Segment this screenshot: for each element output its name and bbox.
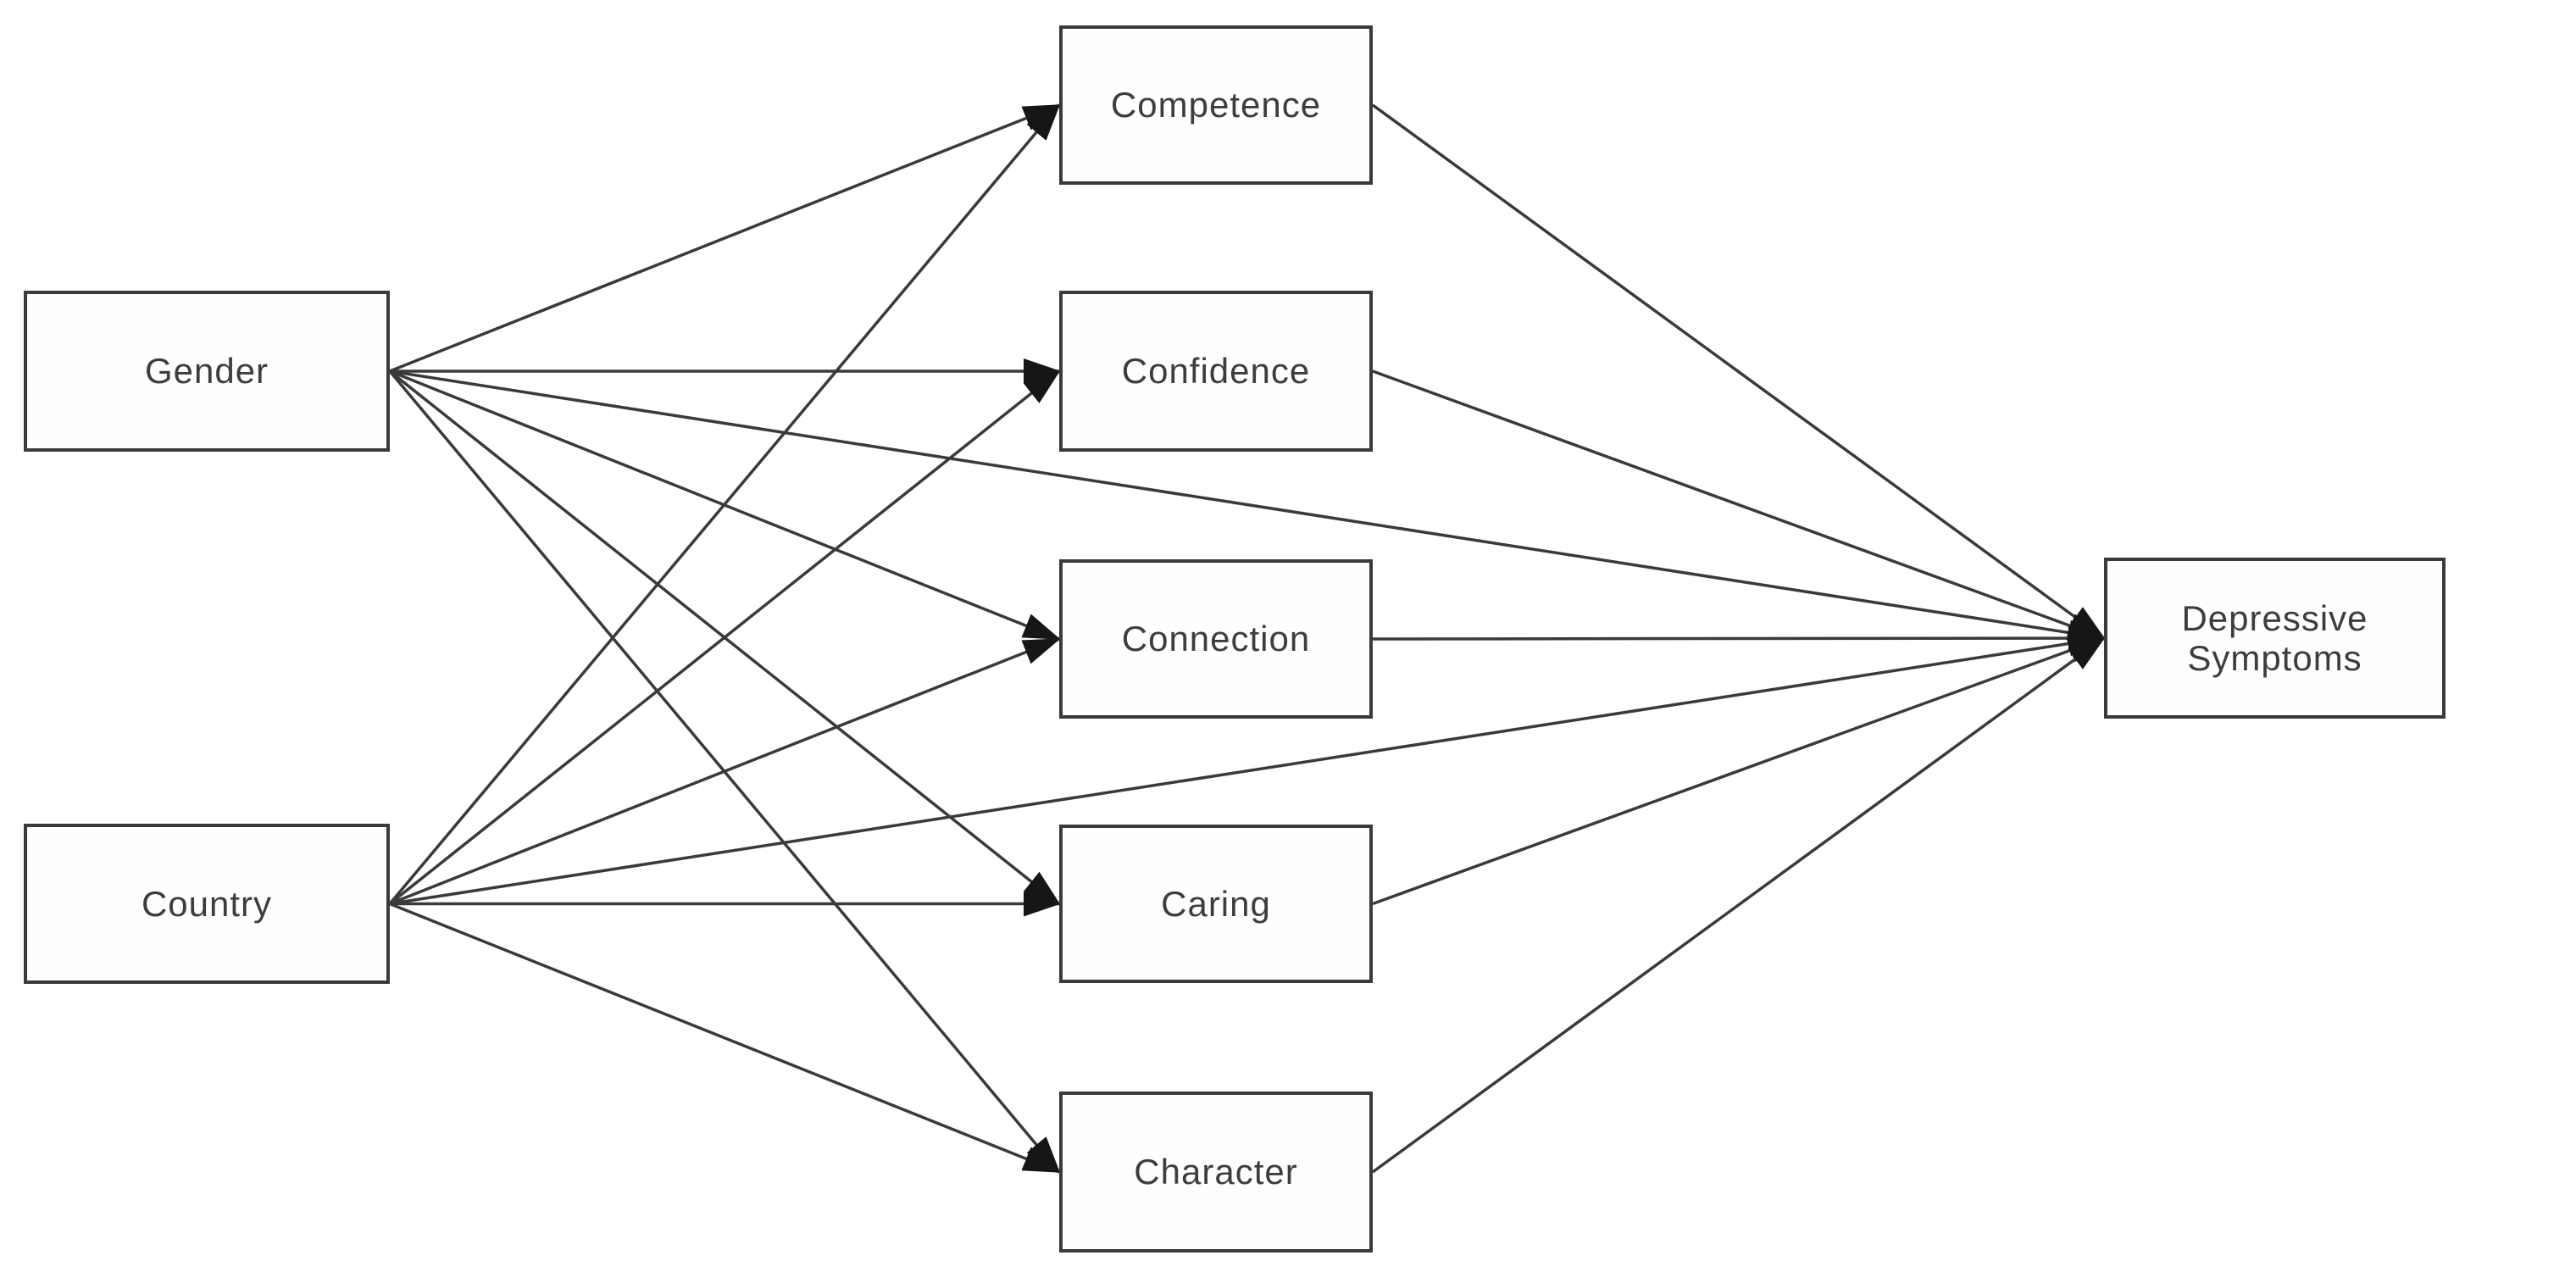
- node-depressive-symptoms-label: Depressive Symptoms: [2181, 597, 2368, 678]
- edge-country-to-competence: [388, 103, 1061, 905]
- node-depressive-symptoms: Depressive Symptoms: [2104, 558, 2446, 719]
- edge-country-to-connection: [389, 637, 1061, 906]
- edge-confidence-to-depressive: [1372, 369, 2106, 640]
- node-confidence-label: Confidence: [1121, 351, 1311, 392]
- edge-country-to-character: [389, 902, 1061, 1174]
- node-confidence: Confidence: [1059, 291, 1373, 452]
- edge-gender-to-competence: [389, 103, 1061, 373]
- node-character-label: Character: [1134, 1152, 1298, 1192]
- edge-country-to-depressive: [389, 630, 2106, 906]
- edge-connection-to-depressive: [1372, 625, 2106, 652]
- node-connection-label: Connection: [1121, 619, 1311, 659]
- node-competence: Competence: [1059, 25, 1373, 185]
- node-gender-label: Gender: [144, 351, 269, 392]
- node-character: Character: [1059, 1091, 1373, 1253]
- node-connection: Connection: [1059, 559, 1373, 719]
- node-country: Country: [24, 824, 390, 984]
- node-caring-label: Caring: [1161, 883, 1271, 924]
- node-competence-label: Competence: [1110, 85, 1322, 125]
- edge-country-to-confidence: [388, 369, 1061, 905]
- node-caring: Caring: [1059, 825, 1373, 983]
- node-gender: Gender: [24, 291, 390, 452]
- edge-gender-to-depressive: [389, 369, 2106, 646]
- edge-competence-to-depressive: [1371, 103, 2106, 640]
- node-country-label: Country: [141, 883, 273, 924]
- edge-character-to-depressive: [1371, 636, 2106, 1174]
- edge-caring-to-depressive: [1372, 636, 2106, 906]
